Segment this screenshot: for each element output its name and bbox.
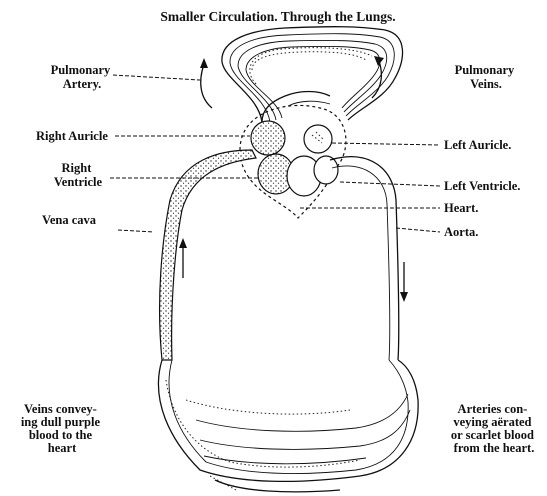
caption-arteries-line2: veying aërated xyxy=(453,415,531,429)
label-left-ventricle: Left Ventricle. xyxy=(444,179,520,193)
label-right-auricle: Right Auricle xyxy=(36,129,108,143)
diagram-title: Smaller Circulation. Through the Lungs. xyxy=(160,9,395,24)
label-pulmonary-veins-line2: Veins. xyxy=(470,77,502,91)
label-right-ventricle: Right Ventricle xyxy=(54,161,103,189)
label-pulmonary-artery-line2: Artery. xyxy=(63,77,102,91)
caption-arteries: Arteries con- veying aërated or scarlet … xyxy=(451,402,537,455)
labels: Pulmonary Artery. Pulmonary Veins. Right… xyxy=(21,63,537,455)
label-aorta: Aorta. xyxy=(444,225,478,239)
label-left-auricle: Left Auricle. xyxy=(444,138,511,152)
label-right-ventricle-line1: Right xyxy=(62,161,93,175)
caption-veins-line3: blood to the xyxy=(29,428,93,442)
caption-veins-line2: ing dull purple xyxy=(21,415,101,429)
label-pulmonary-veins: Pulmonary Veins. xyxy=(455,63,518,91)
label-vena-cava: Vena cava xyxy=(42,213,97,227)
label-right-ventricle-line2: Ventricle xyxy=(54,175,103,189)
label-pulmonary-artery-line1: Pulmonary xyxy=(51,63,111,77)
heart xyxy=(240,105,346,218)
left-auricle xyxy=(304,125,332,153)
left-ventricle-b xyxy=(314,156,338,184)
caption-arteries-line1: Arteries con- xyxy=(458,402,528,416)
label-pulmonary-veins-line1: Pulmonary xyxy=(455,63,515,77)
vena-cava xyxy=(160,150,256,360)
lung-vessels xyxy=(222,27,403,122)
aorta xyxy=(330,157,399,360)
caption-veins-line4: heart xyxy=(48,441,77,455)
label-heart: Heart. xyxy=(444,201,478,215)
caption-veins-line1: Veins convey- xyxy=(24,402,97,416)
right-auricle xyxy=(251,121,285,155)
label-pulmonary-artery: Pulmonary Artery. xyxy=(51,63,114,91)
caption-arteries-line3: or scarlet blood xyxy=(451,428,534,442)
caption-arteries-line4: from the heart. xyxy=(454,441,535,455)
caption-veins: Veins convey- ing dull purple blood to t… xyxy=(21,402,103,455)
systemic-vessels xyxy=(158,360,418,492)
